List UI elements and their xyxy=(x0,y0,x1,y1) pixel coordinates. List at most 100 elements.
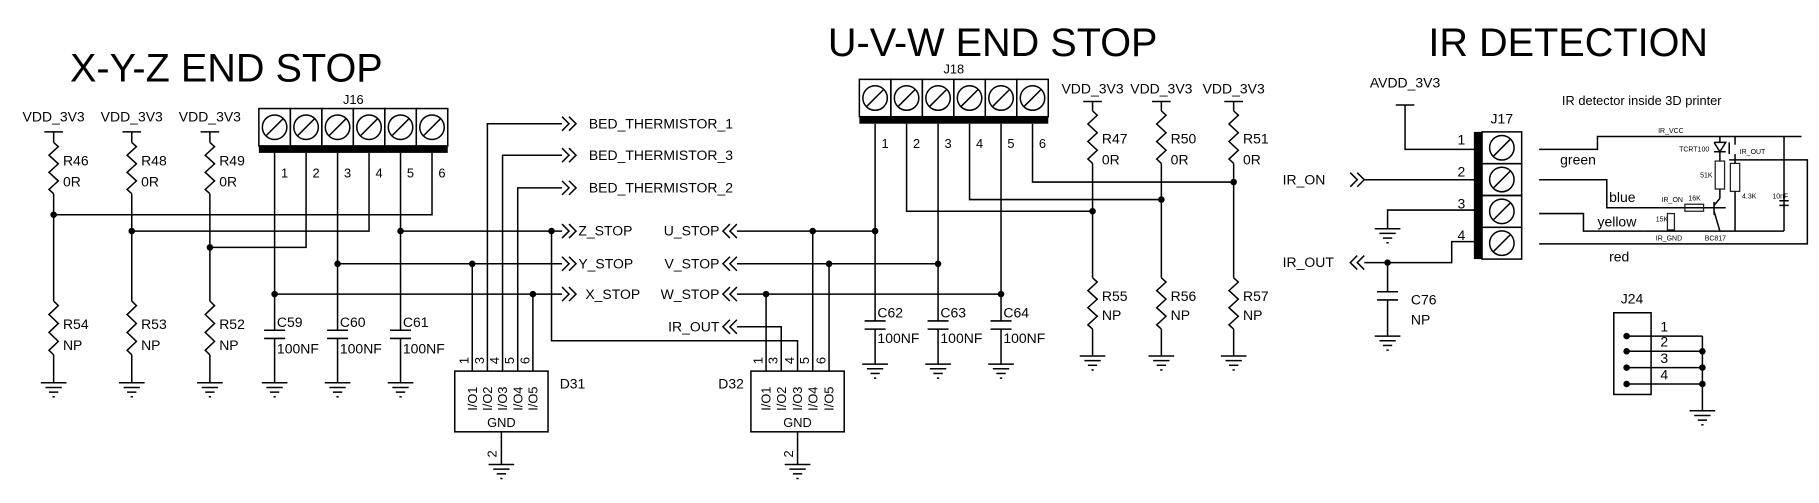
junction-dot xyxy=(468,260,476,268)
chevron xyxy=(561,286,571,302)
screw-head xyxy=(956,85,983,112)
wire xyxy=(53,152,433,216)
led-icon xyxy=(1713,141,1728,154)
wire-red xyxy=(1539,159,1809,245)
capacitor-icon xyxy=(927,320,949,330)
io-label: I/O1 xyxy=(465,387,480,411)
wire-label-yellow: yellow xyxy=(1597,213,1637,229)
chevron xyxy=(568,147,578,163)
resistor-value: NP xyxy=(1171,307,1190,323)
screw-head xyxy=(1488,230,1515,257)
pin-number: 3 xyxy=(472,357,487,364)
capacitor-icon xyxy=(264,329,286,340)
resistor-icon xyxy=(1729,162,1741,193)
ground-icon xyxy=(862,363,888,379)
net-label-y: Y_STOP xyxy=(578,255,633,271)
pin-number: 3 xyxy=(766,357,781,364)
pin-number: 1 xyxy=(1458,132,1466,148)
net-label-w: W_STOP xyxy=(661,286,720,302)
terminal-cell xyxy=(1481,226,1523,260)
xyz-end-stop-section: VDD_3V3R460RR54NPVDD_3V3R480RR53NPVDD_3V… xyxy=(23,92,799,480)
io-label: I/O5 xyxy=(526,387,541,411)
capacitor-value: 100NF xyxy=(340,341,382,357)
chevron xyxy=(728,286,738,302)
section-title-uvw: U-V-W END STOP xyxy=(828,21,1158,65)
io-label: I/O3 xyxy=(790,387,805,411)
ground-icon xyxy=(1689,410,1716,426)
screw-slot xyxy=(1493,170,1511,189)
wire-green xyxy=(1539,135,1802,151)
screw-head xyxy=(324,114,351,141)
pin-number: 5 xyxy=(407,165,414,180)
junction-dot xyxy=(1089,207,1096,215)
wire xyxy=(968,123,1162,201)
pin-number: 4 xyxy=(782,357,797,364)
pin-number: 2 xyxy=(1660,334,1668,350)
capacitor-ref: C59 xyxy=(277,314,303,330)
screw-head xyxy=(1488,198,1515,225)
resistor-ref: R54 xyxy=(63,316,89,332)
screw-terminal-icon xyxy=(1488,230,1515,257)
net-z-stop-tvs xyxy=(550,231,799,372)
ground-icon xyxy=(1220,355,1247,371)
gnd-label: GND xyxy=(487,415,516,430)
pin-number: 2 xyxy=(913,136,920,151)
ground-icon xyxy=(784,463,811,480)
screw-slot xyxy=(1493,139,1511,157)
screw-slot xyxy=(265,118,284,136)
ground-icon xyxy=(1079,355,1106,371)
screw-head xyxy=(387,114,414,141)
io-label: I/O2 xyxy=(774,387,789,411)
capacitor-value: NP xyxy=(1411,311,1430,327)
junction-dot xyxy=(529,290,537,298)
screw-slot xyxy=(391,118,410,136)
junction-dot xyxy=(206,244,214,251)
pin-number: 4 xyxy=(976,136,983,151)
wire-label-green: green xyxy=(1560,152,1596,168)
off-page-connector-right-icon xyxy=(561,116,578,132)
screw-slot xyxy=(929,89,947,107)
resistor-icon xyxy=(204,141,216,195)
off-page-connector-right-icon xyxy=(561,223,578,239)
screw-slot xyxy=(866,89,884,107)
capacitor-ref: C61 xyxy=(403,314,429,330)
ground-icon xyxy=(40,382,67,398)
capacitor-value: 100NF xyxy=(403,341,445,357)
wire-label-red: red xyxy=(1609,248,1629,264)
detector-label: 15K xyxy=(1656,217,1669,224)
resistor-value: NP xyxy=(141,337,160,353)
screw-slot xyxy=(1493,202,1511,221)
power-label: VDD_3V3 xyxy=(101,108,163,124)
junction-dot xyxy=(128,227,136,235)
junction-dot xyxy=(548,227,555,235)
screw-head xyxy=(893,85,920,112)
off-page-connector-left-icon xyxy=(721,256,738,272)
pin-number: 6 xyxy=(814,357,829,364)
pin-number: 4 xyxy=(1458,227,1466,243)
resistor-icon xyxy=(1155,277,1168,330)
connector-ref: J16 xyxy=(343,92,364,107)
net-label-z: Z_STOP xyxy=(578,223,632,239)
terminal-base xyxy=(258,145,448,153)
wire-label-blue: blue xyxy=(1609,189,1636,205)
resistor-icon xyxy=(1666,212,1676,231)
resistor-ref: R46 xyxy=(63,153,89,169)
resistor-ref: R53 xyxy=(141,316,167,332)
screw-slot xyxy=(1023,89,1042,107)
resistor-value: NP xyxy=(219,337,238,353)
ground-icon xyxy=(197,382,223,398)
detector-label: 16K xyxy=(1688,196,1701,203)
resistor-value: 0R xyxy=(63,174,81,190)
detector-label: IR_GND xyxy=(1656,235,1682,242)
resistor-icon xyxy=(1086,110,1099,164)
capacitor-ref: C76 xyxy=(1411,292,1437,308)
resistor-ref: R49 xyxy=(219,153,245,169)
chevron xyxy=(568,256,578,272)
pin-number: 1 xyxy=(281,165,288,180)
resistor-value: 0R xyxy=(1102,152,1120,168)
resistor-value: 0R xyxy=(1171,152,1189,168)
